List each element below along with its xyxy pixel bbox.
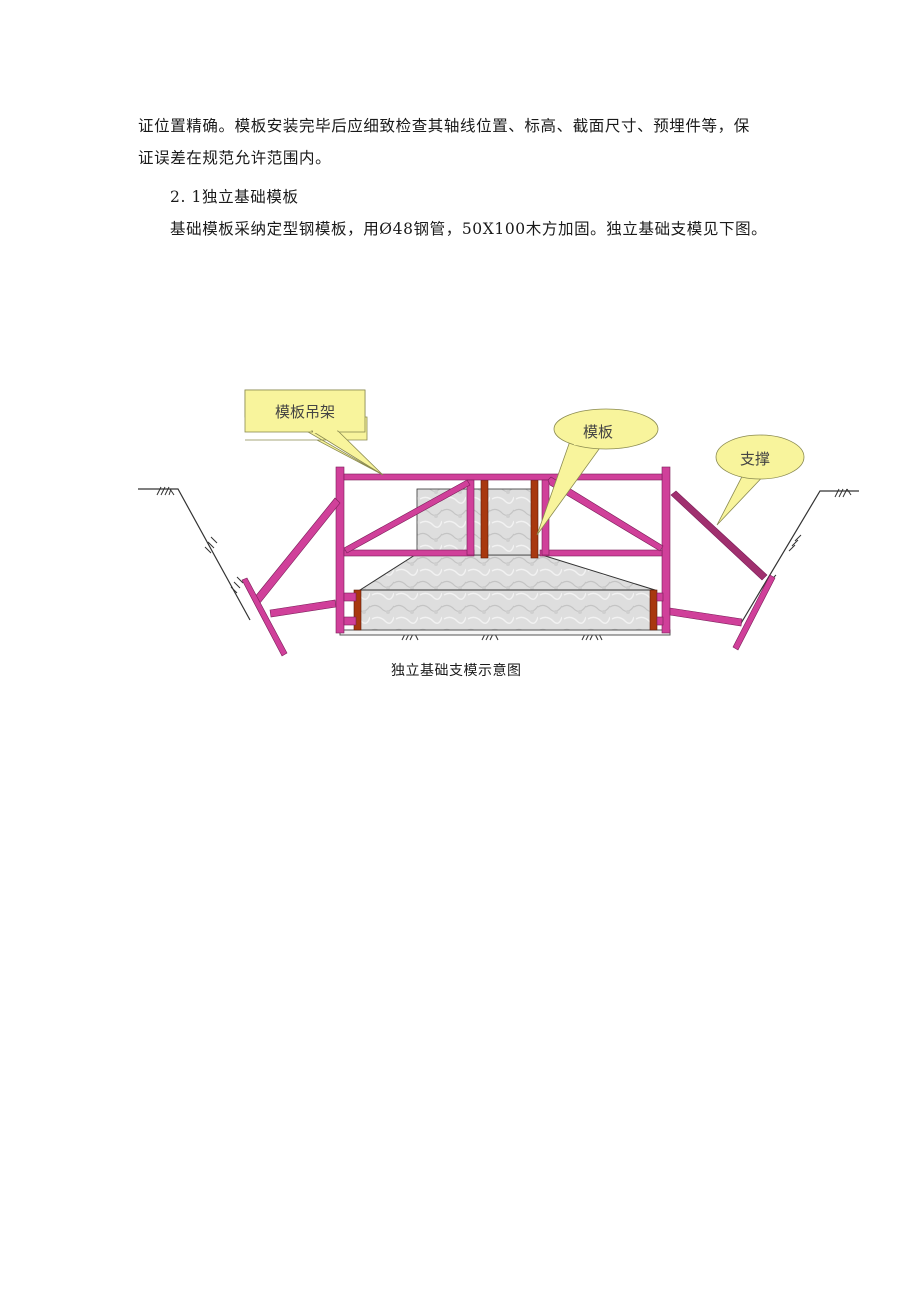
side-supports <box>241 490 776 657</box>
figure-caption: 独立基础支模示意图 <box>391 663 522 679</box>
callout-label: 模板 <box>583 423 613 441</box>
foundation-formwork-diagram: 模板吊架 模板 支撑 <box>130 385 870 660</box>
callout-formwork: 模板 <box>536 408 659 536</box>
body-text-line: 证误差在规范允许范围内。 <box>138 149 332 167</box>
body-text-line: 证位置精确。模板安装完毕后应细致检查其轴线位置、标高、截面尺寸、预埋件等，保 <box>138 117 750 135</box>
body-text-paragraph: 基础模板采纳定型钢模板，用Ø48钢管，50X100木方加固。独立基础支模见下图。 <box>170 220 768 238</box>
callout-support: 支撑 <box>715 434 805 526</box>
callout-label: 支撑 <box>740 450 770 468</box>
excavation-slope-left <box>138 488 251 621</box>
formwork-planks <box>353 479 658 631</box>
concrete-foundation <box>339 488 671 636</box>
section-heading: 2. 1独立基础模板 <box>170 188 299 206</box>
hanger-frame <box>335 466 671 634</box>
callout-label: 模板吊架 <box>275 403 335 421</box>
callout-hanger-frame: 模板吊架 <box>244 389 384 476</box>
